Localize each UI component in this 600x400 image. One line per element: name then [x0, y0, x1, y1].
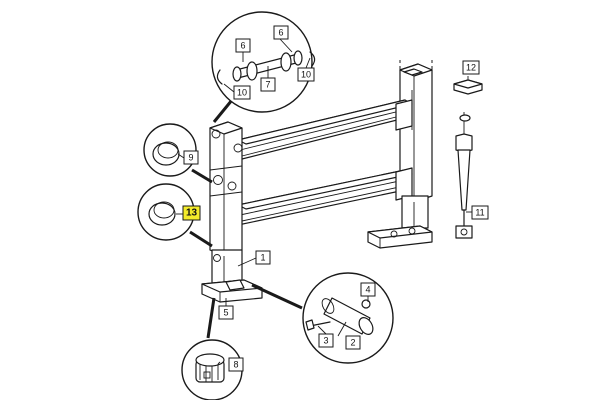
svg-text:12: 12	[466, 63, 476, 73]
svg-text:10: 10	[301, 70, 311, 80]
lower-beam	[237, 167, 413, 226]
callout-5: 5	[218, 305, 234, 320]
svg-text:10: 10	[237, 88, 247, 98]
svg-text:7: 7	[265, 80, 270, 90]
callout-12: 12	[462, 60, 480, 75]
gas-spring	[455, 112, 473, 239]
right-post	[399, 60, 433, 203]
cap-detail-13	[137, 183, 213, 248]
svg-text:6: 6	[278, 28, 283, 38]
end-cap	[453, 79, 483, 95]
callout-10-right: 10	[297, 67, 315, 82]
callout-9: 9	[183, 150, 199, 165]
top-beam	[237, 99, 413, 161]
svg-text:11: 11	[475, 208, 484, 218]
svg-text:6: 6	[240, 41, 245, 51]
svg-text:13: 13	[186, 208, 198, 219]
svg-text:2: 2	[350, 338, 355, 348]
svg-text:9: 9	[188, 153, 193, 163]
callout-10-left: 10	[233, 85, 251, 100]
plug-detail-8	[181, 297, 243, 400]
callout-6-right: 6	[273, 25, 289, 40]
svg-text:1: 1	[260, 253, 265, 263]
callout-4: 4	[360, 282, 376, 297]
callout-2: 2	[345, 335, 361, 350]
callout-6-top: 6	[235, 38, 251, 53]
callout-13: 13	[182, 205, 201, 221]
callout-8: 8	[228, 357, 244, 372]
callout-7: 7	[260, 77, 276, 92]
right-foot	[367, 195, 433, 249]
svg-text:3: 3	[323, 336, 328, 346]
cap-detail-9	[143, 123, 213, 184]
svg-text:4: 4	[365, 285, 370, 295]
callout-3: 3	[318, 333, 334, 348]
svg-text:8: 8	[233, 360, 238, 370]
svg-text:5: 5	[223, 308, 228, 318]
frame-assembly	[201, 60, 433, 303]
left-leg	[201, 249, 263, 303]
callout-11: 11	[471, 205, 489, 220]
left-post	[209, 121, 243, 257]
top-detail	[211, 11, 316, 123]
callout-1: 1	[255, 250, 271, 265]
leader-lines	[176, 38, 472, 365]
